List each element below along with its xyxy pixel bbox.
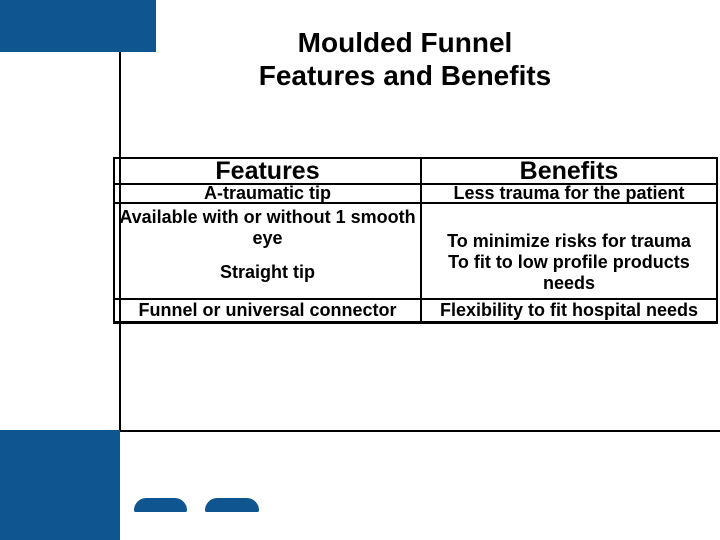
- table-row2-features: Available with or without 1 smooth eye S…: [115, 204, 422, 300]
- table-header-features: Features: [115, 159, 422, 185]
- horizontal-rule: [120, 430, 720, 432]
- table-row3-benefits: Flexibility to fit hospital needs: [439, 300, 699, 320]
- logo-shape-right: [205, 498, 259, 512]
- table-row2-benefits: To minimize risks for trauma To fit to l…: [422, 204, 716, 300]
- slide-title-line2: Features and Benefits: [258, 60, 552, 91]
- table-row2-features-item2: Straight tip: [220, 262, 315, 282]
- slide-title: Moulded Funnel Features and Benefits: [110, 26, 700, 92]
- table-row1-features: A-traumatic tip: [115, 185, 422, 204]
- table-header-benefits: Benefits: [422, 159, 716, 185]
- vertical-rule: [119, 52, 121, 431]
- top-left-accent-bar: [0, 0, 156, 52]
- bottom-left-accent-block: [0, 430, 120, 540]
- slide-title-line1: Moulded Funnel: [297, 27, 513, 58]
- table-row2-benefits-item2: To fit to low profile products needs: [448, 252, 690, 293]
- features-benefits-table: Features Benefits A-traumatic tip Less t…: [113, 157, 718, 324]
- logo-shape-left: [134, 498, 187, 512]
- table-row1-benefits: Less trauma for the patient: [422, 185, 716, 204]
- table-row2-benefits-item1: To minimize risks for trauma: [447, 231, 691, 251]
- table-row2-features-item1: Available with or without 1 smooth eye: [119, 207, 416, 248]
- table-row3-features: Funnel or universal connector: [115, 300, 422, 321]
